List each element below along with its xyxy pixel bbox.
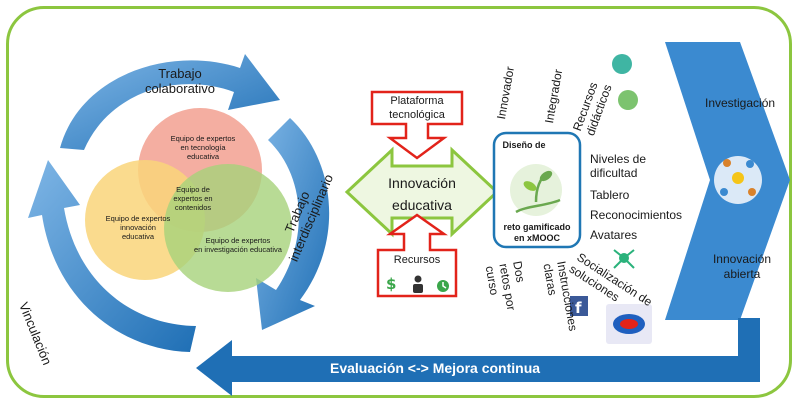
bulb-icon: [612, 54, 632, 74]
plant-in-hand-icon: [510, 164, 562, 216]
svg-text:f: f: [575, 299, 582, 317]
venn-label-yellow: Equipo de expertos innovación educativa: [105, 214, 171, 241]
design-subtitle: reto gamificado en xMOOC: [503, 222, 571, 243]
network-icon: [613, 249, 635, 269]
design-title: Diseño de: [502, 140, 546, 150]
venn-green-circle: [164, 164, 292, 292]
innovacion-label: Innovación educativa: [388, 175, 456, 213]
clock-icon: [437, 280, 449, 292]
cycle-label-top: Trabajo colaborativo: [144, 66, 216, 96]
facebook-icon: [570, 296, 588, 316]
feature-niveles: Niveles de dificultad: [590, 152, 647, 180]
recursos-label: Recursos: [393, 254, 441, 266]
cycle-arrow-top: [60, 54, 280, 150]
feature-tablero: Tablero: [590, 188, 630, 202]
cycle-arrow-left: [28, 160, 196, 352]
bottom-return-arrow: [196, 318, 760, 396]
feature-reconocimientos: Reconocimientos: [590, 208, 683, 222]
globe-icon: [618, 90, 638, 110]
plataforma-callout: [370, 90, 464, 160]
venn-label-red: Equipo de expertos en tecnología educati…: [170, 134, 236, 161]
plataforma-label: Plataforma tecnológica: [389, 95, 445, 121]
people-idea-icon: [714, 156, 762, 204]
outcome-innovacion-abierta: Innovación abierta: [712, 252, 772, 281]
community-icon: [606, 304, 652, 344]
outer-frame: [6, 6, 792, 398]
venn-label-center: Equipo de expertos en contenidos: [173, 185, 213, 212]
venn-label-green: Equipo de expertos en investigación educ…: [194, 236, 282, 254]
rotated-bottom-dos-retos: Dos retos por curso: [482, 260, 528, 312]
outcome-investigacion: Investigación: [705, 96, 776, 110]
cycle-arrow-right: [256, 118, 330, 330]
dollar-icon: $: [386, 275, 396, 293]
footer-label: Evaluación <-> Mejora continua: [330, 360, 541, 376]
feature-avatares: Avatares: [590, 228, 638, 242]
recursos-callout: [376, 213, 458, 298]
person-icon: [413, 275, 423, 293]
